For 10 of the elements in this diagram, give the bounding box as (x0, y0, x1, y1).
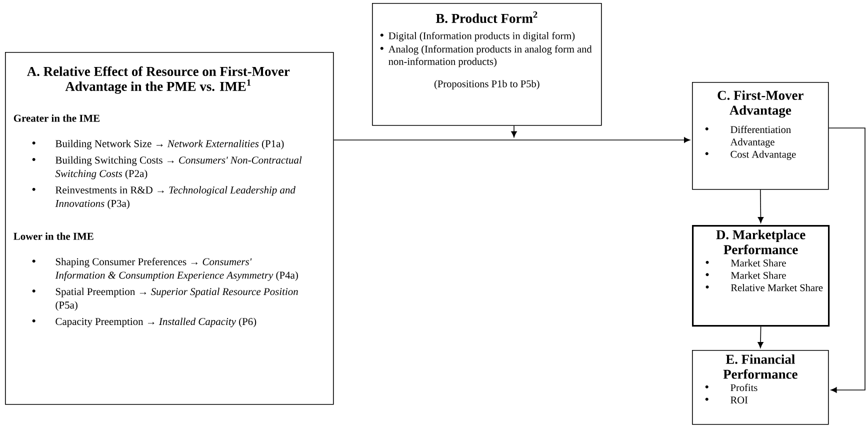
arrow (758, 189, 764, 224)
arrow (511, 125, 517, 138)
financial-box: E. Financial Performance Profits ROI (692, 350, 829, 425)
marketplace-box: D. Marketplace Performance Market Share Market Share Relative Market Share (692, 225, 830, 327)
arrow (758, 326, 764, 348)
first-mover-box: C. First-Mover Advantage Differentiation Advantage Cost Advantage (692, 82, 829, 190)
product-form-box: B. Product Form$^{2}$ Digital (Information products in digital form) Analog (Information products in analog form and non-information products) (Propositions P1b to P5b) (372, 3, 602, 126)
arrow (333, 137, 690, 143)
resource-effect-box: A. Relative Effect of Resource on First-Mover Advantage in the PME vs. IME$^{1}$ Greater in the IME Building Network Size → Network Externalities (P1a) Building Switching Costs → Consumers' Non-Contractual Switching Costs (P2a) Reinvestments in R&D → Technological Leadership and Innovations (P3a) Lower in the IME Shaping Consumer Preferences → Consumers' Information & Consumption Experience Asymmetry (P4a) Spatial Preemption → Superior Spatial Resource Position (P5a) Capacity Preemption → Installed Capacity (P6) (5, 52, 334, 405)
arrow (828, 128, 866, 393)
